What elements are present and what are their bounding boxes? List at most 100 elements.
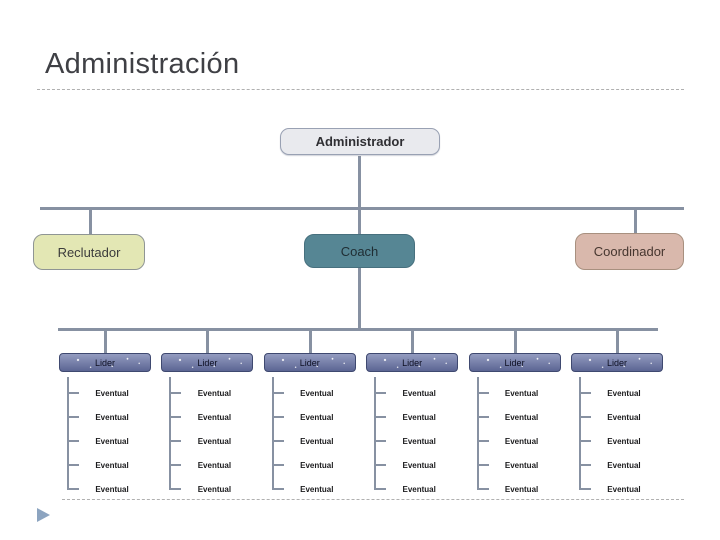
connector-leader-drop — [206, 330, 210, 353]
connector-stub — [67, 463, 79, 467]
eventual-label: Eventual — [95, 388, 129, 398]
connector-stub — [476, 463, 489, 467]
eventual-item[interactable]: Eventual — [578, 405, 663, 429]
connector-stub — [271, 463, 284, 467]
eventual-label: Eventual — [95, 460, 129, 470]
eventual-item[interactable]: Eventual — [374, 453, 458, 477]
eventual-item[interactable]: Eventual — [169, 453, 253, 477]
eventual-label: Eventual — [607, 460, 641, 470]
connector-stub — [169, 463, 182, 467]
eventual-label: Eventual — [300, 412, 334, 422]
eventual-label: Eventual — [300, 436, 334, 446]
eventual-item[interactable]: Eventual — [476, 477, 561, 501]
node-lider[interactable]: Lider — [161, 353, 254, 372]
eventual-item[interactable]: Eventual — [578, 453, 663, 477]
connector-bracket — [374, 377, 377, 490]
connector-stub — [169, 439, 182, 443]
connector-stub — [271, 391, 284, 395]
connector-stub — [67, 487, 79, 491]
connector-leader-drop — [513, 330, 517, 353]
eventual-item[interactable]: Eventual — [374, 477, 458, 501]
connector-level3-horizontal — [58, 328, 658, 331]
eventual-label: Eventual — [197, 460, 232, 470]
title-divider — [37, 89, 684, 90]
eventual-label: Eventual — [607, 484, 641, 494]
eventual-item[interactable]: Eventual — [271, 381, 356, 405]
connector-stub — [476, 487, 489, 491]
eventual-label: Eventual — [402, 412, 436, 422]
eventual-item[interactable]: Eventual — [67, 453, 151, 477]
eventual-label: Eventual — [402, 460, 436, 470]
eventual-item[interactable]: Eventual — [476, 453, 561, 477]
eventual-label: Eventual — [402, 484, 436, 494]
eventual-item[interactable]: Eventual — [578, 381, 663, 405]
eventual-label: Eventual — [300, 460, 334, 470]
eventual-item[interactable]: Eventual — [169, 381, 253, 405]
node-lider[interactable]: Lider — [366, 353, 459, 372]
node-lider[interactable]: Lider — [570, 353, 663, 372]
connector-stub — [169, 487, 182, 491]
eventual-item[interactable]: Eventual — [67, 381, 151, 405]
eventual-label: Eventual — [95, 436, 129, 446]
eventual-item[interactable]: Eventual — [67, 477, 151, 501]
connector-stub — [374, 415, 387, 419]
node-coach[interactable]: Coach — [304, 234, 415, 268]
eventual-item[interactable]: Eventual — [374, 381, 458, 405]
connector-stub — [578, 439, 591, 443]
node-administrador[interactable]: Administrador — [280, 128, 440, 155]
eventual-item[interactable]: Eventual — [578, 429, 663, 453]
eventual-label: Eventual — [95, 412, 129, 422]
connector-stub — [476, 415, 489, 419]
connector-reclutador-drop — [89, 210, 92, 235]
connector-leader-drop — [411, 330, 415, 353]
connector-bracket — [476, 377, 479, 490]
node-reclutador[interactable]: Reclutador — [33, 234, 145, 270]
eventual-item[interactable]: Eventual — [271, 453, 356, 477]
eventual-item[interactable]: Eventual — [271, 405, 356, 429]
node-lider[interactable]: Lider — [59, 353, 151, 372]
connector-stub — [67, 439, 79, 443]
eventual-item[interactable]: Eventual — [578, 477, 663, 501]
connector-stub — [374, 463, 387, 467]
eventual-item[interactable]: Eventual — [169, 477, 253, 501]
eventual-item[interactable]: Eventual — [67, 429, 151, 453]
connector-stub — [67, 415, 79, 419]
connector-bracket — [578, 377, 581, 490]
connector-stub — [374, 439, 387, 443]
connector-stub — [271, 415, 284, 419]
eventual-label: Eventual — [402, 388, 436, 398]
node-lider[interactable]: Lider — [468, 353, 561, 372]
eventual-item[interactable]: Eventual — [169, 429, 253, 453]
eventual-item[interactable]: Eventual — [374, 429, 458, 453]
eventual-label: Eventual — [607, 436, 641, 446]
connector-stub — [169, 415, 182, 419]
node-lider[interactable]: Lider — [263, 353, 356, 372]
eventual-label: Eventual — [607, 388, 641, 398]
eventual-label: Eventual — [504, 460, 539, 470]
node-coordinador[interactable]: Coordinador — [575, 233, 684, 270]
connector-leader-drop — [308, 330, 312, 353]
eventual-item[interactable]: Eventual — [476, 405, 561, 429]
eventual-label: Eventual — [504, 484, 539, 494]
eventual-item[interactable]: Eventual — [169, 405, 253, 429]
bottom-divider — [62, 499, 684, 500]
connector-stub — [67, 391, 79, 395]
eventual-item[interactable]: Eventual — [271, 429, 356, 453]
eventual-item[interactable]: Eventual — [476, 381, 561, 405]
connector-coach-vertical — [358, 268, 361, 329]
eventual-item[interactable]: Eventual — [271, 477, 356, 501]
eventual-label: Eventual — [95, 484, 129, 494]
eventual-item[interactable]: Eventual — [374, 405, 458, 429]
eventual-item[interactable]: Eventual — [476, 429, 561, 453]
eventual-item[interactable]: Eventual — [67, 405, 151, 429]
